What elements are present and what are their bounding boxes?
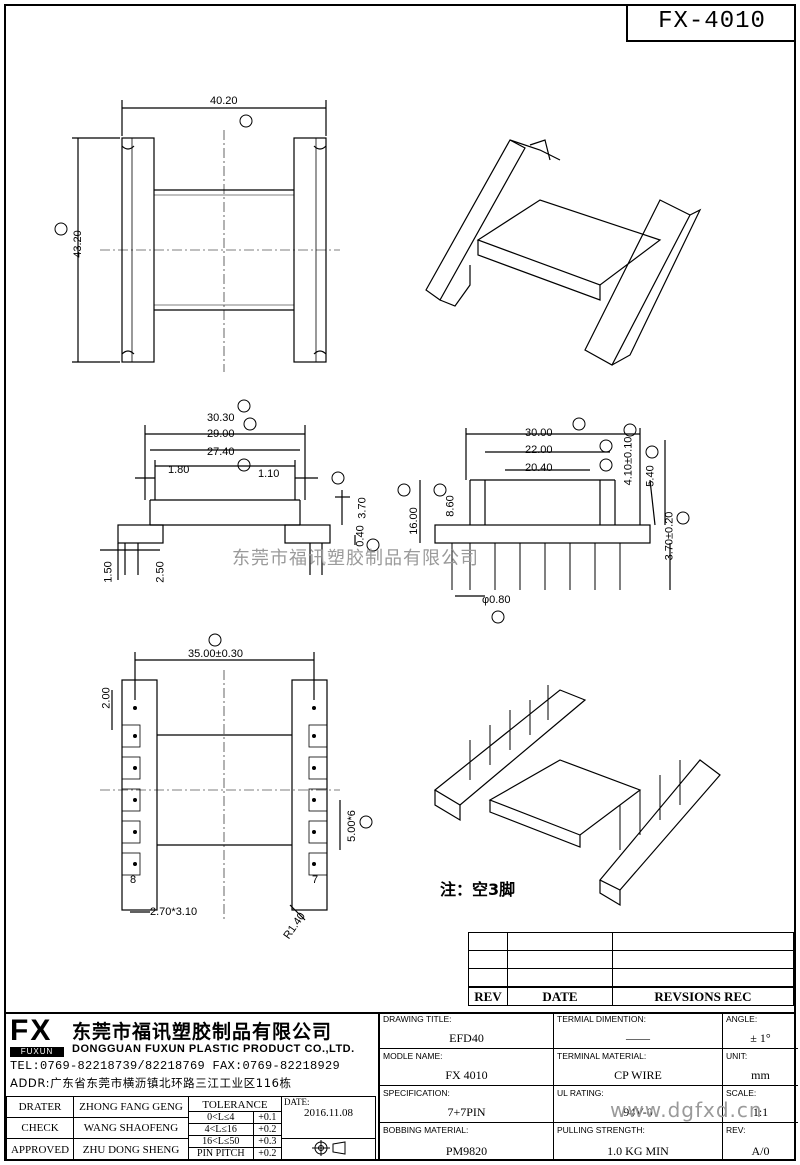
pin-number-7: 7	[312, 874, 319, 886]
dim-5-00x6: 5.00*6	[345, 810, 358, 842]
info-grid: DRAWING TITLE: EFD40 TERMIAL DIMENTION: …	[378, 1012, 798, 1161]
watermark-site: www.dgfxd.cn	[610, 1098, 763, 1122]
dim-4-10: 4.10±0.10	[622, 436, 635, 486]
drawing-note: 注：空3脚	[440, 880, 516, 899]
technical-drawing	[54, 100, 721, 921]
bobbin-cell: BOBBING MATERIAL: PM9820	[380, 1123, 554, 1161]
date-header: DATE	[507, 986, 613, 1006]
dim-1-80: 1.80	[168, 464, 190, 476]
logo-fx: FX	[10, 1014, 53, 1047]
scale: 1:1	[752, 1105, 769, 1119]
bobbin-material: PM9820	[445, 1144, 488, 1158]
dim-2-70x3-10: 2.70*3.10	[150, 906, 198, 918]
tol-value-2: +0.2	[252, 1122, 281, 1136]
terminal-material-cell: TERMINAL MATERIAL: CP WIRE	[554, 1049, 723, 1086]
dim-8-60: 8.60	[444, 495, 457, 517]
drawing-title-cell: DRAWING TITLE: EFD40	[380, 1012, 554, 1049]
dim-20-40: 20.40	[525, 462, 553, 474]
dim-27-40: 27.40	[207, 446, 235, 458]
terminal-dim-cell: TERMIAL DIMENTION: ——	[554, 1012, 723, 1049]
terminal-material: CP WIRE	[614, 1068, 662, 1082]
isometric-view-bottom	[433, 685, 721, 907]
dim-30-00: 30.00	[525, 427, 553, 439]
rev-cell: REV: A/0	[723, 1123, 798, 1161]
angle: ± 1°	[750, 1031, 771, 1045]
dim-top-width: 40.20	[210, 95, 238, 107]
dim-3-70-tol: 3.70±0.20	[663, 511, 676, 561]
dim-3-70: 3.70	[356, 497, 369, 519]
drawing-title: EFD40	[449, 1031, 484, 1045]
scale-cell: SCALE: 1:1	[723, 1086, 798, 1123]
terminal-dim: ——	[626, 1031, 650, 1045]
revisions-header: REVSIONS REC	[612, 986, 794, 1006]
ul-rating: 94V-0	[623, 1105, 653, 1119]
rev-header: REV	[468, 986, 508, 1006]
tolerance-table: TOLERANCE 0<L≤4+0.1 4<L≤16+0.2 16<L≤50+0…	[189, 1098, 281, 1159]
tol-value-4: +0.2	[252, 1146, 281, 1159]
pulling-strength: 1.0 KG MIN	[607, 1144, 669, 1158]
tol-range-3: 16<L≤50	[189, 1134, 254, 1148]
dim-2-50: 2.50	[154, 561, 167, 583]
dim-5-40: 5.40	[644, 465, 657, 487]
ul-cell: UL RATING: 94V-0	[554, 1086, 723, 1123]
date-value: 2016.11.08	[303, 1107, 354, 1119]
specification: 7+7PIN	[447, 1105, 486, 1119]
company-tel: TEL:0769-82218739/82218769 FAX:0769-8221…	[10, 1059, 341, 1073]
dim-1-10: 1.10	[258, 468, 280, 480]
unit-cell: UNIT: mm	[723, 1049, 798, 1086]
approved-label: APPROVED	[6, 1138, 74, 1161]
company-logo: FX FUXUN	[10, 1015, 64, 1057]
tol-range-2: 4<L≤16	[189, 1122, 254, 1136]
dim-2-00: 2.00	[100, 687, 113, 709]
tol-range-1: 0<L≤4	[189, 1110, 254, 1124]
drawing-code: FX-4010	[626, 4, 796, 42]
watermark-company: 东莞市福讯塑胶制品有限公司	[232, 548, 479, 569]
pin-number-8: 8	[130, 874, 137, 886]
check-value: WANG SHAOFENG	[73, 1117, 189, 1139]
spec-cell: SPECIFICATION: 7+7PIN	[380, 1086, 554, 1123]
projection-symbol	[281, 1138, 376, 1161]
front-view-right	[397, 417, 690, 624]
signoff-table: DRATER ZHONG FANG GENG TOLERANCE 0<L≤4+0…	[6, 1096, 376, 1161]
check-label: CHECK	[6, 1117, 74, 1139]
bottom-view	[100, 633, 373, 921]
model-name: FX 4010	[445, 1068, 488, 1082]
isometric-view-top	[425, 139, 702, 366]
dim-30-30: 30.30	[207, 412, 235, 424]
company-address: ADDR:广东省东莞市横沥镇北环路三江工业区116栋	[10, 1076, 292, 1090]
tol-value-1: +0.1	[252, 1110, 281, 1124]
dim-pin-dia: φ0.80	[482, 594, 511, 606]
dim-0-40: 0.40	[354, 525, 367, 547]
top-view	[54, 100, 340, 372]
logo-fuxun: FUXUN	[10, 1047, 64, 1057]
model-cell: MODLE NAME: FX 4010	[380, 1049, 554, 1086]
dim-1-50: 1.50	[102, 561, 115, 583]
drater-value: ZHONG FANG GENG	[73, 1096, 189, 1118]
dim-top-height: 43.20	[71, 230, 84, 258]
title-block	[4, 1012, 796, 1161]
dim-16-00: 16.00	[407, 507, 420, 535]
dim-22-00: 22.00	[525, 444, 553, 456]
drawing-border	[4, 4, 796, 1161]
unit: mm	[751, 1068, 770, 1082]
revision-table: REV DATE REVSIONS REC	[468, 932, 794, 1006]
angle-cell: ANGLE: ± 1°	[723, 1012, 798, 1049]
tolerance-label: TOLERANCE	[189, 1098, 281, 1112]
date-label: DATE:	[284, 1097, 310, 1107]
drater-label: DRATER	[6, 1096, 74, 1118]
approved-value: ZHU DONG SHENG	[73, 1138, 189, 1161]
dim-35-00: 35.00±0.30	[188, 648, 243, 660]
revision: A/0	[751, 1144, 770, 1158]
company-name-cn: 东莞市福讯塑胶制品有限公司	[72, 1021, 333, 1043]
company-name-en: DONGGUAN FUXUN PLASTIC PRODUCT CO.,LTD.	[72, 1043, 355, 1055]
dim-29-00: 29.00	[207, 428, 235, 440]
tol-value-3: +0.3	[252, 1134, 281, 1148]
projection-icon	[311, 1140, 345, 1156]
date-cell: DATE: 2016.11.08	[281, 1096, 376, 1139]
front-view-left	[100, 399, 380, 580]
tol-range-4: PIN PITCH	[189, 1146, 254, 1159]
pull-cell: PULLING STRENGTH: 1.0 KG MIN	[554, 1123, 723, 1161]
